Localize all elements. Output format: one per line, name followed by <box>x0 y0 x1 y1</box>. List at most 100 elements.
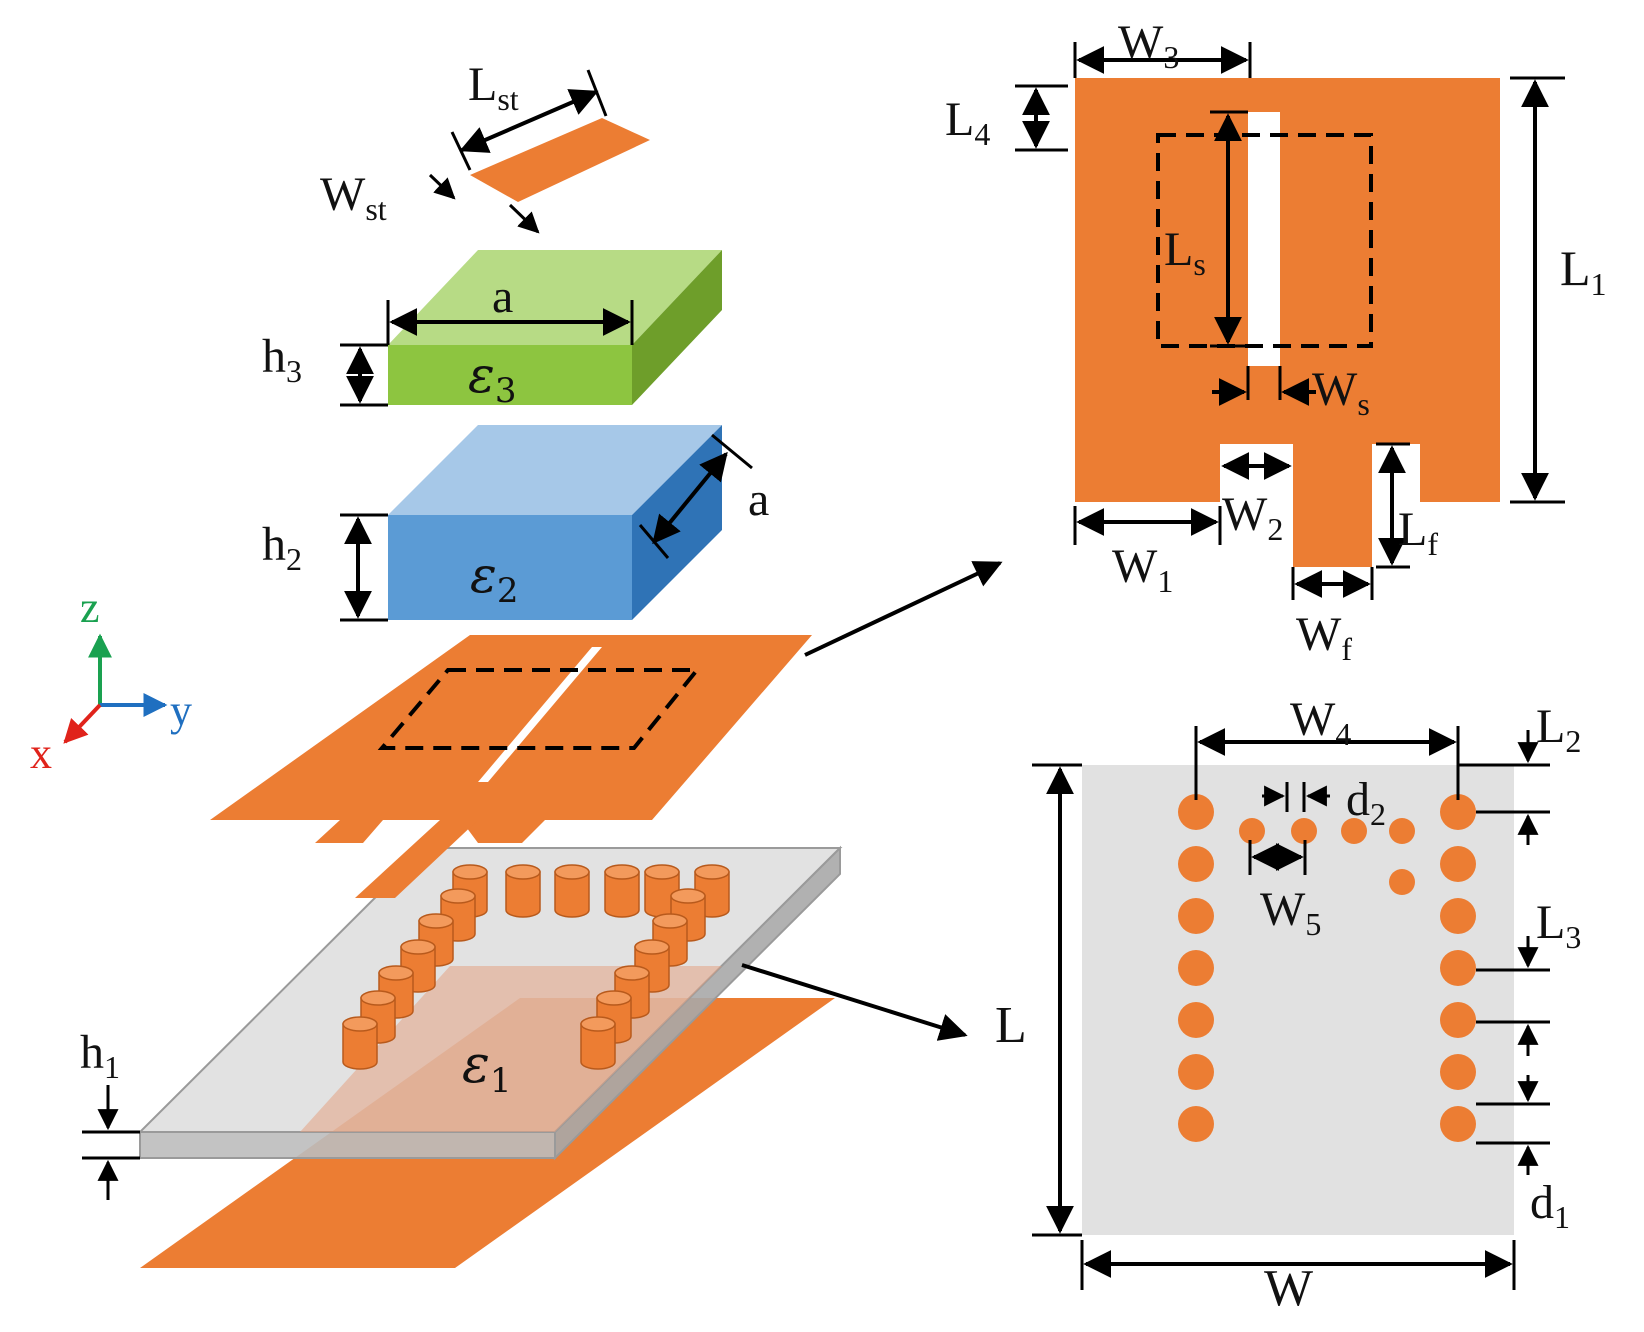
label-d1: d1 <box>1530 1176 1570 1235</box>
via-cylinder-top <box>652 913 688 929</box>
via-cylinder <box>505 864 541 918</box>
via-cylinder-top <box>644 864 680 880</box>
axis-label-y: y <box>170 686 192 735</box>
via-dot <box>1178 1002 1214 1038</box>
via-dot <box>1178 1106 1214 1142</box>
via-cylinder-body <box>554 871 590 918</box>
via-cylinder-top <box>670 888 706 904</box>
via-dot <box>1178 898 1214 934</box>
label-eps2: ε2 <box>470 546 518 611</box>
label-d2: d2 <box>1346 773 1386 832</box>
substrate-side-face <box>554 845 841 1161</box>
label-l3: L3 <box>1536 896 1581 955</box>
label-w: W <box>1264 1260 1313 1317</box>
label-h1: h1 <box>80 1026 120 1085</box>
via-cylinder-top <box>400 939 436 955</box>
via-cylinder-top <box>440 888 476 904</box>
label-wst: Wst <box>320 168 387 227</box>
via-dot <box>1389 818 1415 844</box>
via-cylinder-top <box>694 864 730 880</box>
via-dot <box>1389 869 1415 895</box>
exploded-view: Lst Wst a h3 ε3 h2 ε2 a h1 ε1 <box>30 58 1003 1268</box>
via-cylinder-top <box>360 990 396 1006</box>
patch-shape <box>1075 78 1500 567</box>
via-dot <box>1440 898 1476 934</box>
lst-arrow <box>459 89 599 153</box>
label-w5: W5 <box>1260 883 1321 942</box>
wst-arrow-right <box>508 203 540 234</box>
label-w2: W2 <box>1222 488 1283 547</box>
label-l4: L4 <box>945 93 990 152</box>
label-lf: Lf <box>1398 503 1438 562</box>
a-side-ext-top <box>711 433 753 470</box>
via-cylinder-top <box>505 864 541 880</box>
via-dot <box>1239 818 1265 844</box>
via-cylinder-top <box>580 1016 616 1032</box>
block2-top <box>388 425 722 515</box>
via-dot <box>1178 846 1214 882</box>
patch-sheet <box>210 635 812 843</box>
label-lst: Lst <box>468 58 519 117</box>
via-cylinder <box>554 864 590 918</box>
via-dot <box>1178 794 1214 830</box>
axis-label-x: x <box>30 729 52 778</box>
dashed-region-3d <box>377 668 702 750</box>
via-cylinder <box>418 913 454 967</box>
block3-side <box>632 250 722 405</box>
feed-strip-3d <box>355 820 478 898</box>
substrate-front-face <box>139 1131 556 1159</box>
label-l1: L1 <box>1560 240 1607 302</box>
via-dot <box>1440 950 1476 986</box>
via-cylinder <box>580 1016 616 1070</box>
dashed-region <box>1156 133 1373 348</box>
label-a-top: a <box>492 270 513 323</box>
via-dot <box>1291 818 1317 844</box>
label-w4: W4 <box>1290 693 1351 752</box>
via-cylinder-top <box>342 1016 378 1032</box>
via-dot <box>1440 794 1476 830</box>
via-cylinder <box>604 864 640 918</box>
label-a-side: a <box>748 473 769 526</box>
label-ws: Ws <box>1312 363 1370 422</box>
label-l: L <box>995 997 1027 1054</box>
slot-3d <box>478 647 602 782</box>
via-dots <box>1178 794 1476 1142</box>
dielectric-block-2 <box>388 425 722 620</box>
via-cylinder-top <box>634 939 670 955</box>
block2-front <box>388 515 632 620</box>
via-cylinder-top <box>614 965 650 981</box>
label-h3: h3 <box>262 330 302 389</box>
label-wf: Wf <box>1296 608 1352 667</box>
via-cylinder-top <box>604 864 640 880</box>
patch-detail-view: W3 L4 L1 Ls Ws W2 W1 Lf <box>945 16 1607 667</box>
via-layout-view: W4 L2 d2 W5 L3 d1 L <box>995 693 1581 1317</box>
slot <box>1248 112 1280 366</box>
label-eps3: ε3 <box>468 346 516 411</box>
dielectric-block-3 <box>388 250 722 405</box>
via-cylinder-body <box>580 1023 616 1070</box>
via-dot <box>1178 950 1214 986</box>
via-cylinder-top <box>378 965 414 981</box>
via-cylinder-body <box>604 871 640 918</box>
via-dot <box>1341 818 1367 844</box>
callout-arrow-vias <box>741 963 968 1041</box>
via-dot <box>1440 1054 1476 1090</box>
via-cylinder-body <box>505 871 541 918</box>
label-l2: L2 <box>1536 700 1581 759</box>
axis-label-z: z <box>80 583 100 632</box>
top-strip <box>470 118 650 202</box>
a-side-arrow <box>652 451 728 545</box>
via-cylinder-body <box>342 1023 378 1070</box>
lst-ext-left <box>450 131 472 171</box>
via-cylinder-top <box>554 864 590 880</box>
label-w1: W1 <box>1112 540 1173 599</box>
via-cylinder-top <box>418 913 454 929</box>
block3-front <box>388 345 632 405</box>
coordinate-axes: z y x <box>30 583 192 778</box>
via-cylinders <box>342 864 730 1070</box>
label-w3: W3 <box>1118 16 1179 75</box>
via-dot <box>1440 1002 1476 1038</box>
label-h2: h2 <box>262 518 302 577</box>
x-axis <box>63 703 102 744</box>
